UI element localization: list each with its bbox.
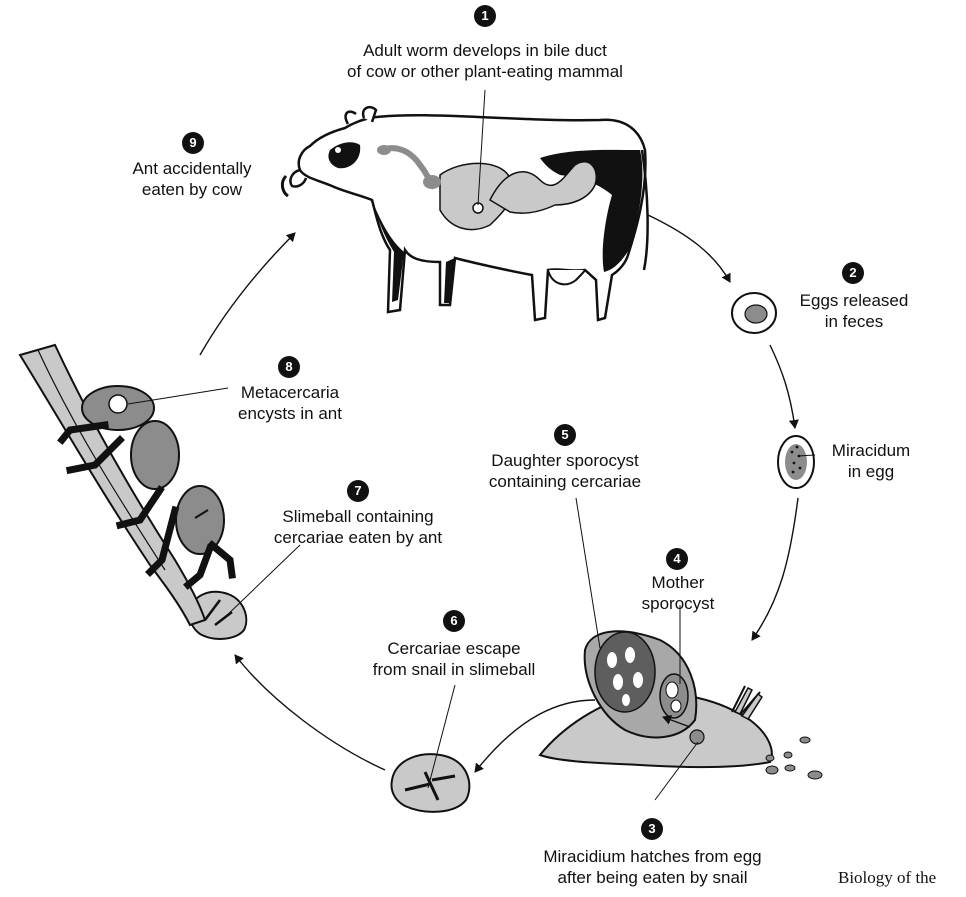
ant-abdomen	[175, 485, 225, 555]
stage-4-label: Mother sporocyst	[641, 573, 715, 613]
stage-7-number-badge: 7	[347, 480, 369, 502]
cow-patch	[372, 200, 404, 302]
stage-5-number-badge: 5	[554, 424, 576, 446]
stage-2-number-badge: 2	[842, 262, 864, 284]
snail-illustration	[538, 630, 823, 780]
miracidium	[689, 729, 705, 745]
stage-5-label: Daughter sporocyst containing cercariae	[488, 451, 642, 491]
slimeball	[390, 753, 471, 813]
intestine	[489, 161, 597, 214]
arrow-ant-to-cow	[199, 232, 296, 356]
miracidium-in-egg-label: Miracidum in egg	[831, 441, 911, 481]
daughter-sporocyst	[594, 631, 656, 713]
cow-patch	[540, 149, 643, 272]
cow-patch	[444, 258, 455, 303]
source-credit: Biology of the	[838, 868, 937, 887]
stage-8-number-badge: 8	[278, 356, 300, 378]
arrow-snail-to-slimeball	[474, 699, 596, 773]
ant-thorax	[130, 420, 180, 490]
miracidium-egg	[777, 435, 815, 489]
arrow-miracidium-to-snail	[751, 497, 799, 641]
slimeball-eaten	[188, 590, 248, 640]
cycle-arrows	[199, 214, 799, 773]
stage-8-label: Metacercaria encysts in ant	[238, 383, 342, 423]
stage-6-label: Cercariae escape from snail in slimeball	[372, 639, 536, 679]
stage-9-number-badge: 9	[182, 132, 204, 154]
stage-6-number-badge: 6	[443, 610, 465, 632]
stage-2-label: Eggs released in feces	[799, 291, 909, 331]
arrow-slimeball-to-ant	[234, 654, 386, 771]
stage-7-label: Slimeball containing cercariae eaten by …	[273, 507, 443, 547]
stage-1-number-badge: 1	[474, 5, 496, 27]
egg-with-miracidium	[731, 292, 777, 334]
stage-1-label: Adult worm develops in bile duct of cow …	[347, 41, 623, 81]
leader-lines	[127, 89, 816, 801]
arrow-cow-to-eggs	[647, 214, 731, 283]
stage-3-number-badge: 3	[641, 818, 663, 840]
stage-4-number-badge: 4	[666, 548, 688, 570]
arrow-eggs-to-miracidium	[769, 344, 799, 429]
arrow-into-snail	[662, 715, 691, 728]
ant-on-grass	[18, 343, 236, 627]
stage-9-label: Ant accidentally eaten by cow	[132, 159, 252, 199]
cow-illustration	[280, 106, 649, 322]
stage-3-label: Miracidium hatches from egg after being …	[543, 847, 762, 887]
